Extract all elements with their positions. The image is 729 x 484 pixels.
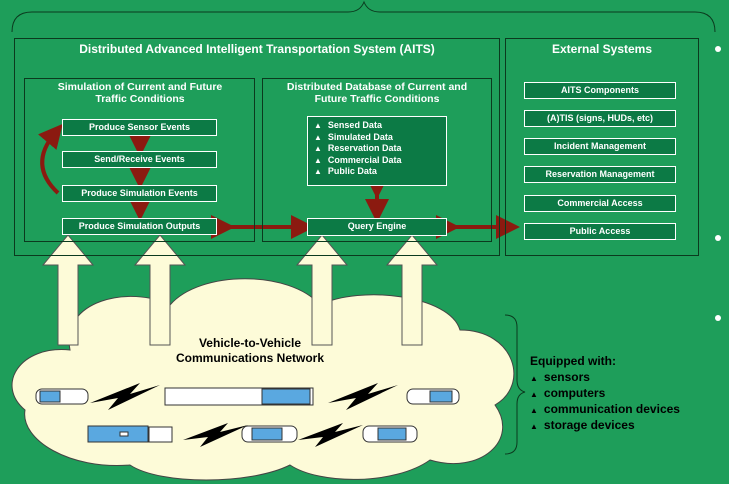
list-item: ▲communication devices	[530, 402, 680, 416]
external-item-incident-management: Incident Management	[524, 138, 676, 155]
external-systems-box	[505, 38, 699, 256]
equipped-brace	[504, 314, 526, 455]
network-cloud	[11, 278, 515, 481]
database-title: Distributed Database of Current and Futu…	[286, 81, 468, 105]
lightning-bolts	[90, 383, 398, 447]
simulation-flow-arrows	[38, 123, 152, 221]
list-item: ▲Public Data	[314, 166, 377, 176]
list-item: ▲Sensed Data	[314, 120, 382, 130]
network-title-line1: Vehicle-to-Vehicle	[198, 336, 302, 350]
step-produce-simulation-outputs: Produce Simulation Outputs	[62, 218, 217, 235]
database-items-list: ▲Sensed Data ▲Simulated Data ▲Reservatio…	[314, 120, 401, 178]
simulation-title: Simulation of Current and Future Traffic…	[57, 81, 223, 105]
step-produce-sensor-events: Produce Sensor Events	[62, 119, 217, 136]
up-arrows	[41, 234, 439, 346]
network-title-line2: Communications Network	[175, 351, 325, 365]
top-brace	[11, 0, 716, 33]
slide-bullets	[715, 46, 721, 321]
list-item: ▲computers	[530, 386, 606, 400]
list-item: ▲sensors	[530, 370, 590, 384]
list-item: ▲Reservation Data	[314, 143, 402, 153]
external-item-aits-components: AITS Components	[524, 82, 676, 99]
step-send-receive-events: Send/Receive Events	[62, 151, 217, 168]
list-item: ▲Simulated Data	[314, 131, 393, 142]
equipped-title: Equipped with:	[530, 354, 616, 368]
step-produce-simulation-events: Produce Simulation Events	[62, 185, 217, 202]
simulation-box	[24, 78, 255, 242]
list-item: ▲Commercial Data	[314, 154, 402, 165]
query-engine-box: Query Engine	[307, 218, 447, 236]
list-item: ▲storage devices	[530, 418, 635, 432]
aits-box	[14, 38, 500, 256]
external-item-commercial-access: Commercial Access	[524, 195, 676, 212]
database-box	[262, 78, 492, 242]
aits-title: Distributed Advanced Intelligent Transpo…	[79, 42, 435, 56]
external-item-atis: (A)TIS (signs, HUDs, etc)	[524, 110, 676, 127]
database-items-box	[307, 116, 447, 186]
external-title: External Systems	[551, 42, 653, 56]
external-item-public-access: Public Access	[524, 223, 676, 240]
vehicles	[35, 387, 460, 443]
external-item-reservation-management: Reservation Management	[524, 166, 676, 183]
equipped-list: ▲sensors ▲computers ▲communication devic…	[530, 370, 680, 434]
